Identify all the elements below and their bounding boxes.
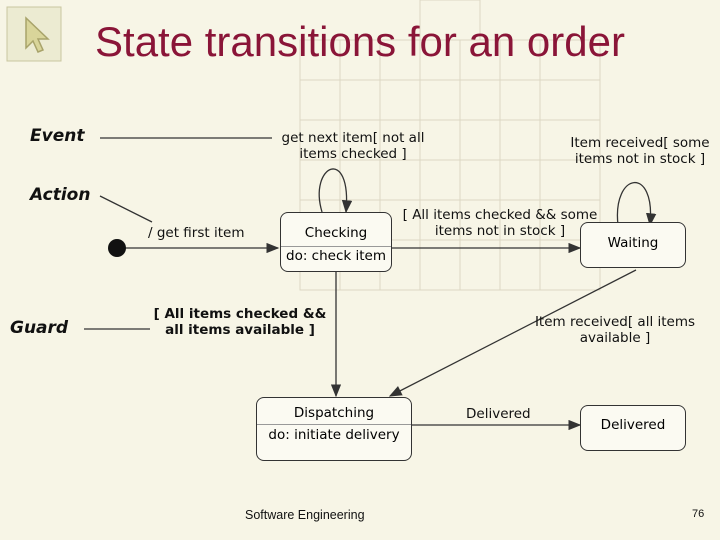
cursor-logo-icon (6, 6, 62, 62)
waiting-self-line2: items not in stock ] (574, 151, 706, 167)
state-checking-name: Checking (304, 225, 368, 241)
state-dispatching: Dispatching do: initiate delivery (256, 397, 412, 461)
state-dispatching-name: Dispatching (293, 405, 375, 421)
waiting-to-dispatching-line2: available ] (579, 330, 651, 346)
state-delivered-name: Delivered (600, 417, 666, 433)
page-number: 76 (692, 508, 705, 520)
page-title: State transitions for an order (95, 18, 625, 65)
waiting-self-loop (616, 182, 657, 227)
checking-to-waiting-label: [ All items checked && some items not in… (395, 207, 605, 239)
state-checking: Checking do: check item (280, 212, 392, 272)
state-waiting: Waiting (580, 222, 686, 268)
checking-to-waiting-line1: [ All items checked && some (402, 207, 598, 223)
legend-action-label: Action (30, 185, 91, 205)
dispatching-to-delivered-label: Delivered (466, 406, 531, 422)
state-checking-activity: do: check item (286, 248, 386, 264)
footer-course: Software Engineering (245, 508, 365, 522)
state-delivered: Delivered (580, 405, 686, 451)
checking-to-waiting-line2: items not in stock ] (434, 223, 566, 239)
initial-action-label: / get first item (148, 225, 245, 241)
legend-guard-label: Guard (10, 318, 69, 338)
checking-to-dispatching-line1: [ All items checked && (153, 306, 327, 322)
waiting-self-label: Item received[ some items not in stock ] (560, 135, 720, 167)
initial-state-dot (108, 239, 126, 257)
checking-self-guard-line1: [ not all (372, 130, 425, 146)
state-checking-divider (281, 246, 391, 247)
state-waiting-name: Waiting (607, 235, 659, 251)
state-dispatching-divider (257, 424, 411, 425)
state-dispatching-activity: do: initiate delivery (268, 427, 400, 443)
legend-event-label: Event (30, 126, 85, 146)
checking-self-event: get next item (281, 130, 373, 146)
waiting-self-line1: Item received[ some (570, 135, 710, 151)
checking-self-label: get next item[ not all items checked ] (258, 130, 448, 162)
waiting-to-dispatching-arrow (388, 269, 637, 397)
waiting-to-dispatching-line1: Item received[ all items (534, 314, 696, 330)
checking-self-guard-line2: items checked ] (299, 146, 407, 162)
checking-to-dispatching-label: [ All items checked && all items availab… (140, 306, 340, 338)
checking-self-loop (318, 168, 353, 214)
checking-to-dispatching-line2: all items available ] (165, 322, 315, 338)
waiting-to-dispatching-label: Item received[ all items available ] (520, 314, 710, 346)
legend-action-pointer (99, 195, 153, 223)
